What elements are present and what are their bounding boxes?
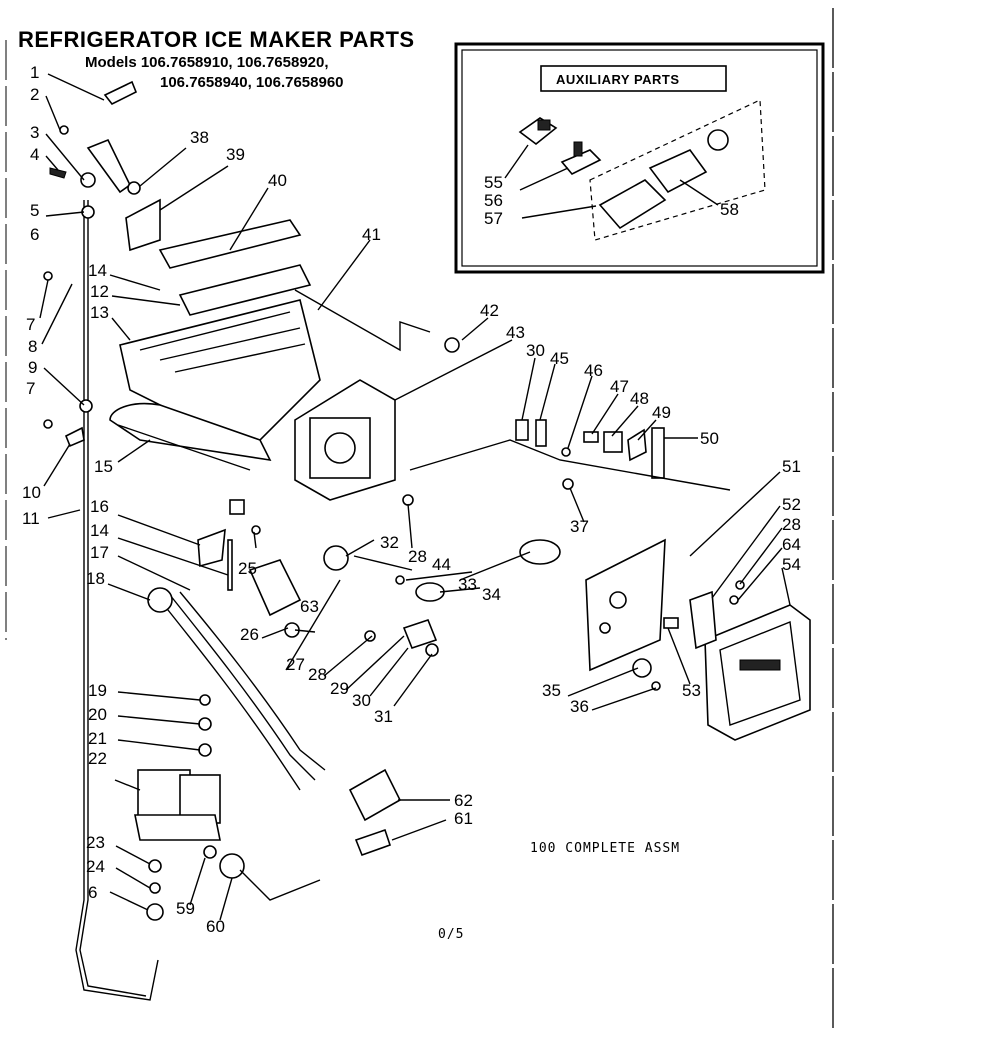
- callout-numbers: 1 2 3 4 5 6 7 8 9 7 10 11 14 12 13 15 16…: [22, 63, 801, 936]
- callout-17: 17: [90, 543, 109, 562]
- callout-53: 53: [682, 681, 701, 700]
- auxiliary-parts-box: AUXILIARY PARTS 55 56 57 58: [454, 42, 825, 274]
- callout-25: 25: [238, 559, 257, 578]
- fill-tube-assembly: [43, 80, 159, 1001]
- callout-16: 16: [90, 497, 109, 516]
- callout-15: 15: [94, 457, 113, 476]
- callout-41: 41: [362, 225, 381, 244]
- callout-28-right: 28: [782, 515, 801, 534]
- shutoff-arm: [294, 289, 431, 352]
- page-code: 0/5: [438, 927, 464, 942]
- callout-31: 31: [374, 707, 393, 726]
- callout-56: 56: [484, 191, 503, 210]
- auxiliary-parts-label-box: [540, 65, 727, 92]
- callout-13: 13: [90, 303, 109, 322]
- callout-7-bottom: 7: [26, 379, 35, 398]
- misc-parts: [125, 181, 302, 617]
- callout-19: 19: [88, 681, 107, 700]
- part-61-62-switch: [348, 768, 402, 857]
- callout-62: 62: [454, 791, 473, 810]
- callout-28-bottom: 28: [308, 665, 327, 684]
- callout-6-bottom: 6: [88, 883, 97, 902]
- callout-11: 11: [22, 509, 40, 528]
- callout-22: 22: [88, 749, 107, 768]
- callout-38: 38: [190, 128, 209, 147]
- callout-21: 21: [88, 729, 107, 748]
- callout-1: 1: [30, 63, 39, 82]
- callout-44: 44: [432, 555, 451, 574]
- motor-plate: [585, 538, 666, 672]
- callout-23: 23: [86, 833, 105, 852]
- callout-48: 48: [630, 389, 649, 408]
- callout-63: 63: [300, 597, 319, 616]
- part-56-connector: [560, 141, 602, 175]
- callout-39: 39: [226, 145, 245, 164]
- callout-18: 18: [86, 569, 105, 588]
- callout-43: 43: [506, 323, 525, 342]
- callout-50: 50: [700, 429, 719, 448]
- callout-61: 61: [454, 809, 473, 828]
- models-line-1: Models 106.7658910, 106.7658920,: [85, 54, 329, 71]
- callout-14-top: 14: [88, 261, 107, 280]
- part-57-58-valve-assembly: [589, 99, 766, 241]
- callout-30-top: 30: [526, 341, 545, 360]
- callout-5: 5: [30, 201, 39, 220]
- callout-24: 24: [86, 857, 105, 876]
- callout-26: 26: [240, 625, 259, 644]
- models-line-2: 106.7658940, 106.7658960: [160, 74, 344, 91]
- callout-35: 35: [542, 681, 561, 700]
- part-54-cover: [704, 604, 811, 741]
- motor-parts: [284, 494, 745, 691]
- water-valve: [134, 694, 321, 921]
- callout-2: 2: [30, 85, 39, 104]
- callout-45: 45: [550, 349, 569, 368]
- callout-32: 32: [380, 533, 399, 552]
- callout-33: 33: [458, 575, 477, 594]
- callout-49: 49: [652, 403, 671, 422]
- callout-12: 12: [90, 282, 109, 301]
- callout-60: 60: [206, 917, 225, 936]
- callout-4: 4: [30, 145, 39, 164]
- callout-36: 36: [570, 697, 589, 716]
- callout-52: 52: [782, 495, 801, 514]
- callout-42: 42: [480, 301, 499, 320]
- callout-28-mid: 28: [408, 547, 427, 566]
- callout-46: 46: [584, 361, 603, 380]
- callout-10: 10: [22, 483, 41, 502]
- callout-51: 51: [782, 457, 801, 476]
- wire-harness: [147, 587, 326, 791]
- callout-8: 8: [28, 337, 37, 356]
- thermostat-cluster: [409, 419, 731, 491]
- complete-assembly-note: 100 COMPLETE ASSM: [530, 841, 680, 856]
- callout-20: 20: [88, 705, 107, 724]
- callout-34: 34: [482, 585, 501, 604]
- callout-9: 9: [28, 358, 37, 377]
- auxiliary-parts-label: AUXILIARY PARTS: [556, 72, 680, 87]
- callout-57: 57: [484, 209, 503, 228]
- part-55-fitting: [518, 117, 558, 146]
- ice-mold-assembly: [109, 219, 321, 471]
- callout-55: 55: [484, 173, 503, 192]
- diagram-title: REFRIGERATOR ICE MAKER PARTS: [18, 27, 415, 52]
- callout-3: 3: [30, 123, 39, 142]
- callout-27: 27: [286, 655, 305, 674]
- control-housing: [294, 379, 396, 501]
- callout-29: 29: [330, 679, 349, 698]
- callout-30-bottom: 30: [352, 691, 371, 710]
- leader-lines: [39, 73, 791, 921]
- callout-59: 59: [176, 899, 195, 918]
- callout-40: 40: [268, 171, 287, 190]
- part-42-nut: [444, 337, 460, 353]
- callout-54: 54: [782, 555, 801, 574]
- callout-64: 64: [782, 535, 801, 554]
- callout-6-top: 6: [30, 225, 39, 244]
- callout-7-top: 7: [26, 315, 35, 334]
- callout-47: 47: [610, 377, 629, 396]
- callout-14-bottom: 14: [90, 521, 109, 540]
- callout-37: 37: [570, 517, 589, 536]
- callout-58: 58: [720, 200, 739, 219]
